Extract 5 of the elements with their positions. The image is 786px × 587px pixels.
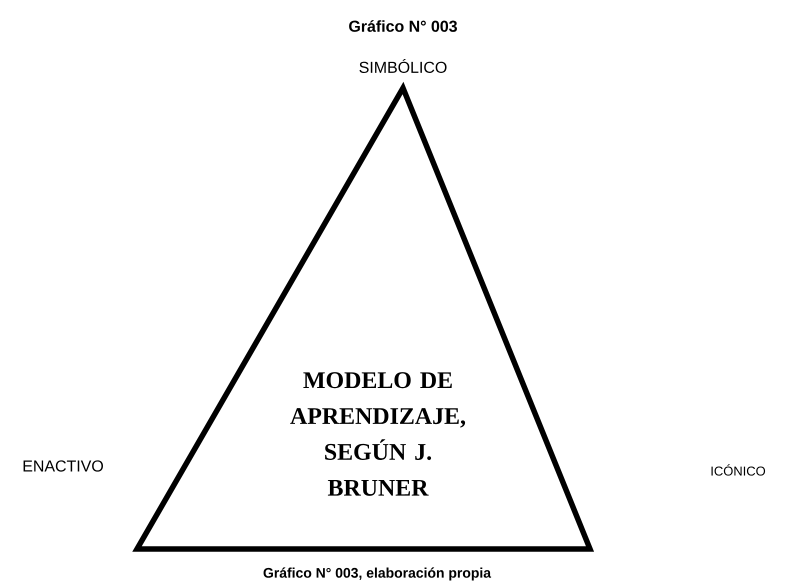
caption: Gráfico N° 003, elaboración propia (264, 567, 492, 581)
title: Gráfico N° 003 (349, 20, 457, 32)
vertex-label: ICÓNICO (712, 464, 766, 476)
vertex-label: SIMBÓLICO (359, 59, 447, 73)
vertex-label: ENACTIVO (24, 460, 103, 472)
